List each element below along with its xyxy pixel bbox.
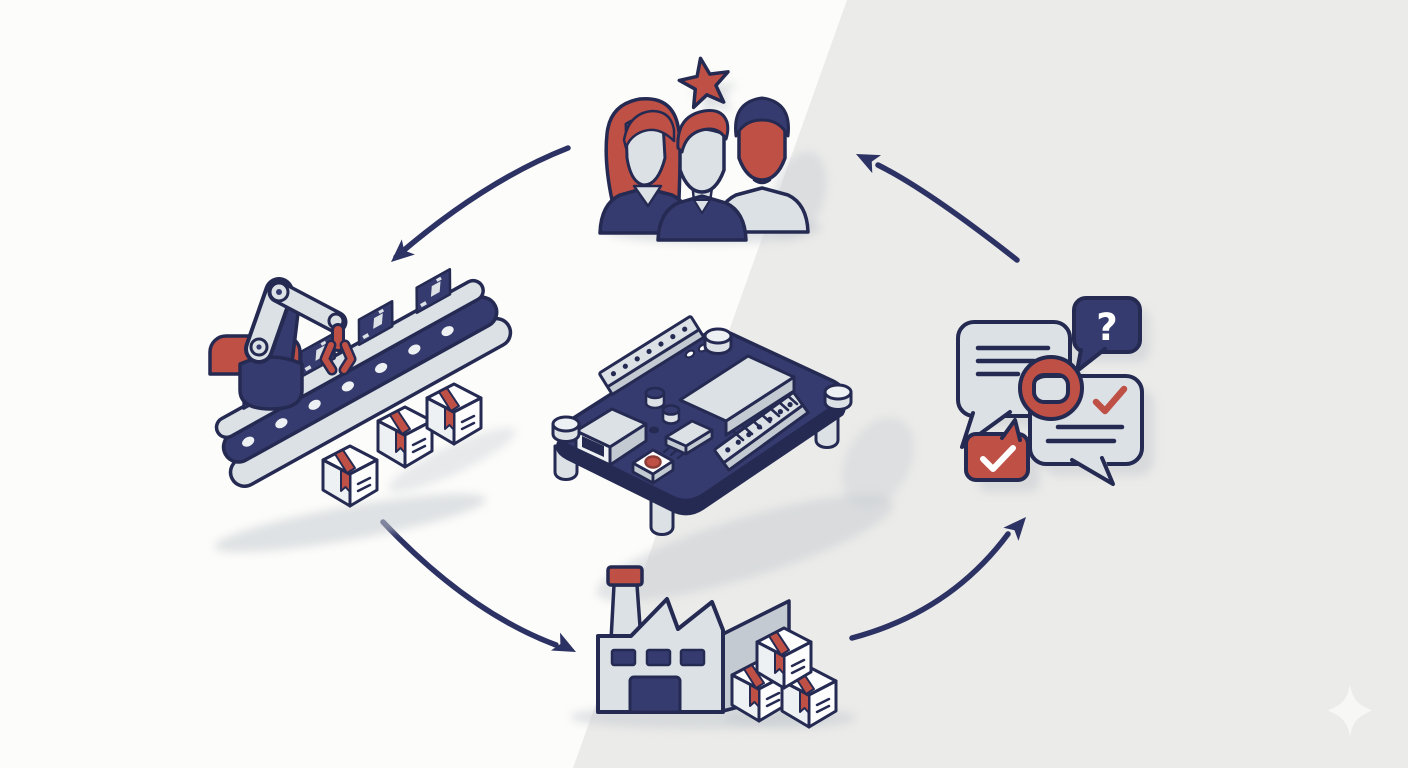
factory-window bbox=[679, 648, 706, 667]
usb-port bbox=[574, 407, 648, 467]
question-mark-text: ? bbox=[1096, 306, 1117, 349]
check-bubble bbox=[964, 418, 1030, 482]
question-bubble: ? bbox=[1072, 296, 1142, 373]
robot-gripper bbox=[319, 323, 357, 376]
circuit-board-icon bbox=[551, 315, 915, 602]
sync-ring-icon bbox=[1018, 355, 1084, 421]
person-man-center-icon bbox=[656, 109, 748, 242]
factory-boxes-icon bbox=[570, 565, 856, 729]
chimney-cap bbox=[606, 565, 644, 587]
team-people-star-icon bbox=[598, 56, 827, 244]
small-chip bbox=[662, 419, 714, 460]
arrow-factory-to-feedback bbox=[849, 510, 1034, 641]
text-lines bbox=[975, 345, 1051, 377]
pin-header bbox=[598, 315, 706, 396]
board-standoff bbox=[703, 327, 733, 355]
robot-base-cylinder bbox=[238, 355, 304, 411]
arrow-team-to-assembly bbox=[384, 145, 571, 270]
board-standoff bbox=[551, 415, 581, 443]
capacitor bbox=[644, 386, 666, 410]
red-checkmark-icon bbox=[1092, 385, 1128, 415]
factory-door bbox=[628, 675, 682, 714]
arrow-feedback-to-team bbox=[851, 145, 1020, 263]
board-shadow bbox=[596, 417, 915, 602]
led bbox=[684, 349, 696, 359]
reset-button bbox=[631, 448, 675, 485]
text-lines bbox=[1045, 424, 1125, 444]
arrow-assembly-to-factory bbox=[380, 519, 581, 661]
star-icon bbox=[677, 56, 730, 110]
speech-bubble-right bbox=[1028, 374, 1144, 486]
flow-arrows bbox=[380, 145, 1034, 661]
factory-window bbox=[645, 648, 672, 667]
chat-feedback-icon: ? bbox=[956, 296, 1154, 492]
white-checkmark-icon bbox=[980, 445, 1016, 472]
capacitor bbox=[661, 404, 681, 425]
main-chip bbox=[678, 354, 799, 442]
factory-window bbox=[610, 648, 637, 667]
four-point-sparkle-icon bbox=[1328, 684, 1372, 737]
robot-arm-conveyor-icon bbox=[208, 267, 516, 553]
robot-arm bbox=[208, 277, 357, 411]
board-standoff bbox=[823, 383, 853, 411]
solder-dot bbox=[649, 426, 659, 434]
